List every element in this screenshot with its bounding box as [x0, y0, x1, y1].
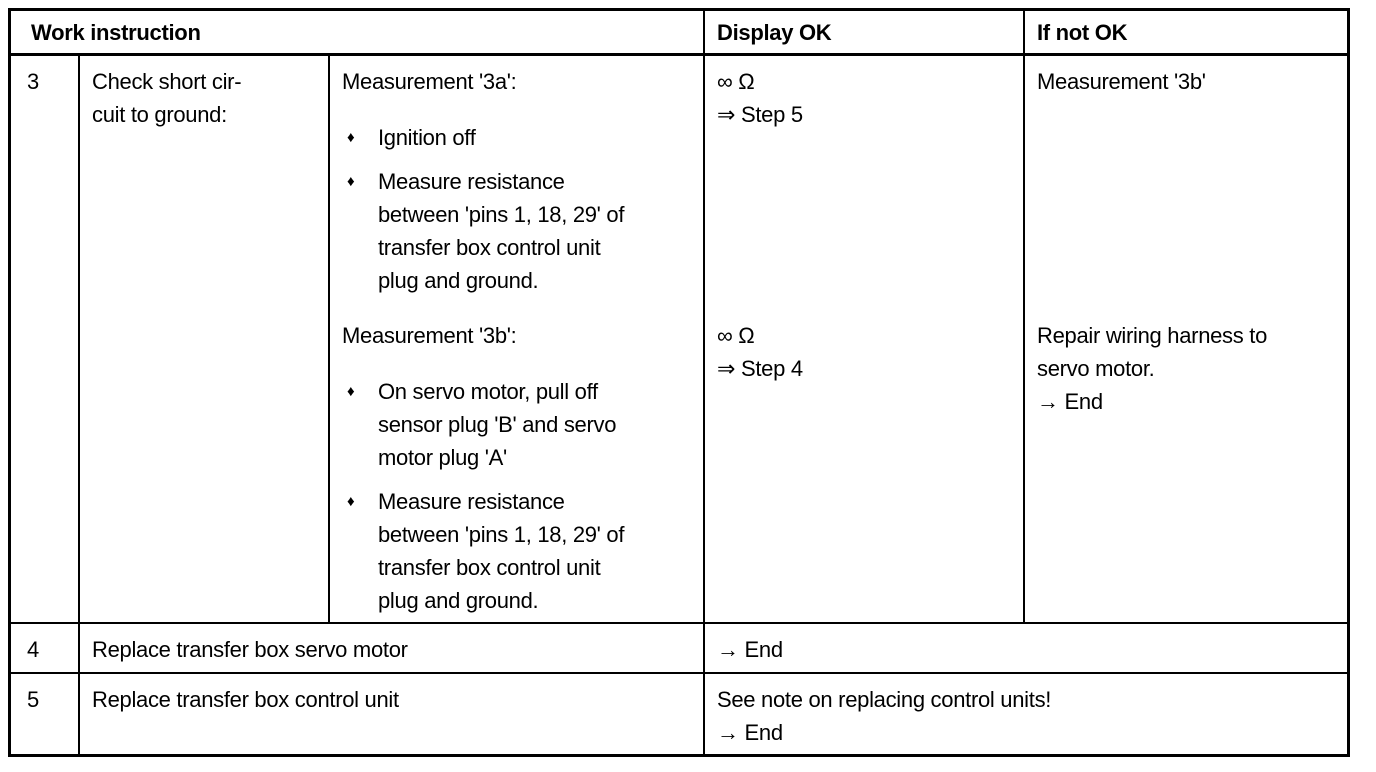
list-item: ♦ Measure resistance between 'pins 1, 18… — [342, 165, 693, 297]
step3-task: Check short cir- cuit to ground: — [80, 56, 330, 624]
measurement-3a-title: Measurement '3a': — [342, 69, 517, 94]
diamond-bullet-icon: ♦ — [347, 493, 355, 510]
list-item: ♦ Measure resistance between 'pins 1, 18… — [342, 485, 693, 617]
list-item: ♦ Ignition off — [342, 121, 693, 154]
if-not-ok-3b: Repair wiring harness to servo motor. → … — [1037, 323, 1268, 414]
step4-task: Replace transfer box servo motor — [80, 624, 705, 674]
step5-result: See note on replacing control units! → E… — [717, 687, 1052, 745]
header-display-ok: Display OK — [705, 11, 1025, 56]
step3-instructions: Measurement '3a': ♦ Ignition off ♦ Measu… — [330, 56, 705, 624]
work-instruction-table: Work instruction Display OK If not OK 3 … — [8, 8, 1350, 757]
header-work-instruction: Work instruction — [11, 11, 705, 56]
bullet-text: Measure resistance between 'pins 1, 18, … — [378, 489, 625, 613]
display-ok-3a: ∞ Ω ⇒ Step 5 — [717, 69, 803, 127]
step3-if-not-ok: Measurement '3b' Repair wiring harness t… — [1025, 56, 1347, 624]
bullet-text: On servo motor, pull off sensor plug 'B'… — [378, 379, 617, 470]
diamond-bullet-icon: ♦ — [347, 173, 355, 190]
measurement-3b-block: Measurement '3b': ♦ On servo motor, pull… — [342, 319, 693, 617]
measurement-3b-title: Measurement '3b': — [342, 323, 517, 348]
header-if-not-ok: If not OK — [1025, 11, 1347, 56]
step5-task: Replace transfer box control unit — [80, 674, 705, 754]
step3-number: 3 — [11, 56, 80, 624]
bullet-text: Measure resistance between 'pins 1, 18, … — [378, 169, 625, 293]
step4-number: 4 — [11, 624, 80, 674]
display-ok-3b: ∞ Ω ⇒ Step 4 — [717, 323, 803, 381]
diamond-bullet-icon: ♦ — [347, 129, 355, 146]
step4-result: → End — [705, 624, 1347, 674]
step3-display-ok: ∞ Ω ⇒ Step 5 ∞ Ω ⇒ Step 4 — [705, 56, 1025, 624]
diamond-bullet-icon: ♦ — [347, 383, 355, 400]
list-item: ♦ On servo motor, pull off sensor plug '… — [342, 375, 693, 474]
step5-number: 5 — [11, 674, 80, 754]
measurement-3a-block: Measurement '3a': ♦ Ignition off ♦ Measu… — [342, 65, 693, 319]
if-not-ok-3a: Measurement '3b' — [1037, 69, 1206, 94]
bullet-text: Ignition off — [378, 125, 476, 150]
